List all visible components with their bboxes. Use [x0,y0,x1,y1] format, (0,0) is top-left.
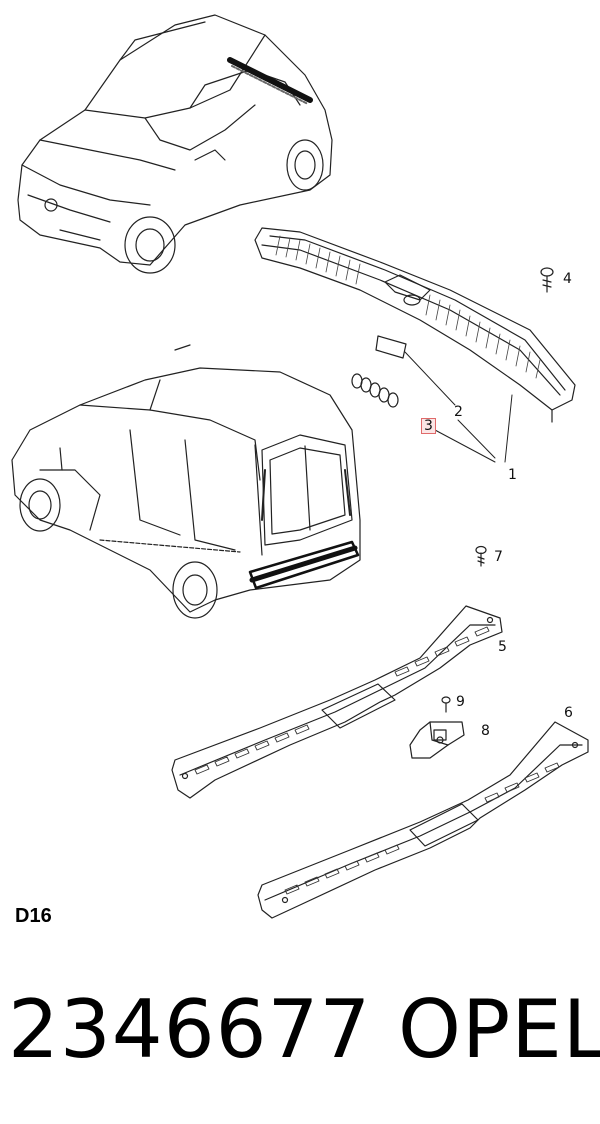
hatchback-car-illustration [17,14,333,274]
sill-plate-part-6 [257,721,589,919]
screw-part-7 [475,545,487,567]
sill-plate-part-5 [171,605,503,799]
parts-diagram-drawing [11,14,589,919]
parts-diagram: 1 2 3 4 5 6 7 8 9 [11,14,589,919]
label-part-2 [375,335,407,359]
section-code: D16 [15,905,52,927]
callout-1: 1 [508,467,517,483]
callout-6: 6 [564,705,573,721]
callout-3: 3 [421,418,436,434]
callout-2: 2 [454,404,463,420]
screw-part-4 [540,267,554,293]
leader-lines [404,351,513,463]
van-illustration [11,344,361,619]
clips-part-3 [351,373,399,408]
callout-4: 4 [563,271,572,287]
callout-9: 9 [456,694,465,710]
brand-name: OPEL [398,983,600,1076]
callout-5: 5 [498,639,507,655]
screw-part-9 [441,696,451,713]
part-number: 2346677 [8,983,372,1076]
bracket-part-8 [409,721,465,759]
rear-sill-protector-upper [254,227,576,423]
callout-8: 8 [481,723,490,739]
callout-7: 7 [494,549,503,565]
